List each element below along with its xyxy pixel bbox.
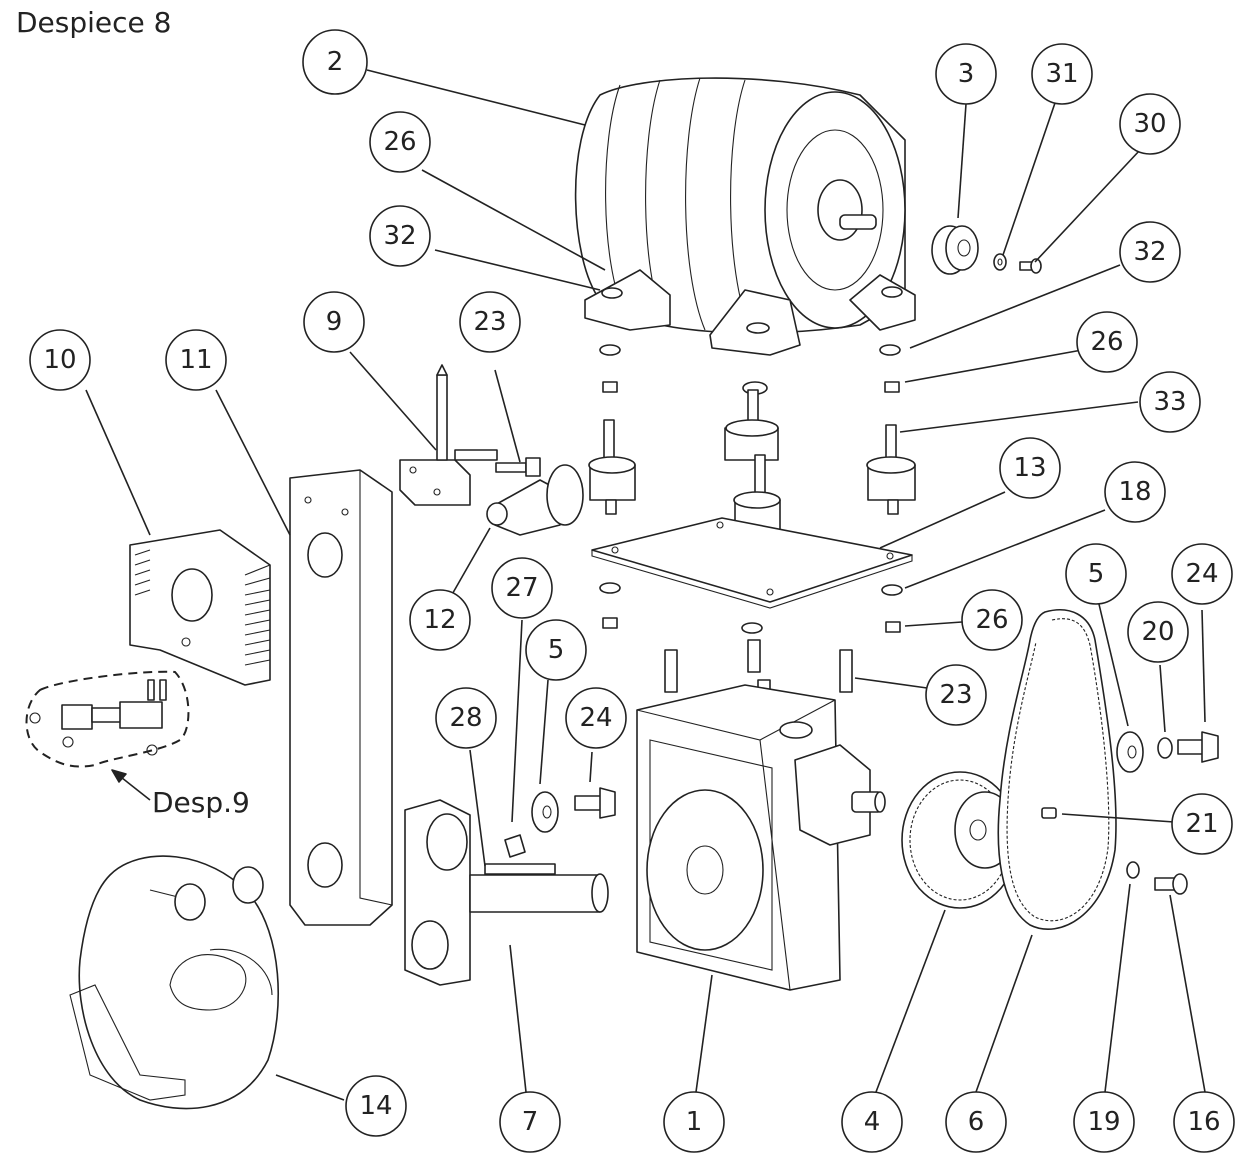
drawing-title: Despiece 8	[16, 6, 172, 39]
connecting-bar-part	[289, 469, 393, 926]
leader-lines	[85, 69, 1206, 1101]
motor-part	[574, 77, 916, 356]
svg-text:20: 20	[1141, 617, 1174, 647]
svg-text:6: 6	[968, 1107, 985, 1137]
callout-3: 3	[935, 43, 997, 105]
svg-text:14: 14	[359, 1091, 392, 1121]
bolt-part-24a	[574, 787, 616, 819]
svg-text:33: 33	[1153, 387, 1186, 417]
callout-2: 2	[302, 29, 368, 95]
washer-part-19	[1126, 861, 1140, 879]
callout-24a: 24	[565, 687, 627, 749]
subassembly-arrowhead	[111, 769, 127, 783]
callout-21: 21	[1171, 793, 1233, 855]
setscrew-part-21	[1041, 807, 1057, 819]
callout-31: 31	[1031, 43, 1093, 105]
svg-text:26: 26	[383, 127, 416, 157]
callout-23b: 23	[925, 664, 987, 726]
callout-30: 30	[1119, 93, 1181, 155]
base-plate-part	[591, 517, 913, 609]
washer-part-31	[993, 253, 1007, 271]
rack-part	[129, 529, 271, 686]
callout-14: 14	[345, 1075, 407, 1137]
bracket-part-9	[399, 364, 498, 506]
callout-9: 9	[303, 291, 365, 353]
svg-text:2: 2	[327, 47, 344, 77]
small-pulley-part	[931, 225, 979, 275]
svg-text:27: 27	[505, 573, 538, 603]
callout-26a: 26	[369, 111, 431, 173]
callout-33: 33	[1139, 371, 1201, 433]
subassembly-outline	[25, 670, 190, 768]
callout-19: 19	[1073, 1091, 1135, 1153]
svg-text:12: 12	[423, 605, 456, 635]
svg-text:18: 18	[1118, 477, 1151, 507]
svg-text:13: 13	[1013, 453, 1046, 483]
svg-text:32: 32	[1133, 237, 1166, 267]
callout-26c: 26	[961, 589, 1023, 651]
svg-text:5: 5	[548, 635, 565, 665]
screw-part-30	[1019, 258, 1042, 274]
callout-28: 28	[435, 687, 497, 749]
svg-text:23: 23	[473, 307, 506, 337]
callout-23a: 23	[459, 291, 521, 353]
callout-1: 1	[663, 1091, 725, 1153]
svg-text:30: 30	[1133, 109, 1166, 139]
svg-text:19: 19	[1087, 1107, 1120, 1137]
callout-13: 13	[999, 437, 1061, 499]
callout-16: 16	[1173, 1091, 1235, 1153]
svg-text:11: 11	[179, 345, 212, 375]
callout-7: 7	[499, 1091, 561, 1153]
svg-text:1: 1	[686, 1107, 703, 1137]
callout-12: 12	[409, 589, 471, 651]
cam-part	[69, 855, 279, 1110]
svg-text:7: 7	[522, 1107, 539, 1137]
callout-10: 10	[29, 329, 91, 391]
callout-6: 6	[945, 1091, 1007, 1153]
svg-text:32: 32	[383, 221, 416, 251]
callout-4: 4	[841, 1091, 903, 1153]
svg-text:26: 26	[1090, 327, 1123, 357]
bolt-part-24b	[1177, 731, 1219, 763]
shaft-part-12	[486, 464, 584, 536]
gearbox-part	[636, 649, 886, 991]
svg-text:5: 5	[1088, 559, 1105, 589]
subassembly-reference: Desp.9	[152, 786, 250, 819]
key-part-27	[504, 834, 526, 858]
svg-text:21: 21	[1185, 809, 1218, 839]
callout-24b: 24	[1171, 543, 1233, 605]
washer-part-20	[1157, 737, 1173, 759]
timing-belt-part	[997, 609, 1117, 930]
crank-part	[404, 799, 609, 986]
svg-text:28: 28	[449, 703, 482, 733]
callout-18: 18	[1104, 461, 1166, 523]
svg-text:23: 23	[939, 680, 972, 710]
callout-5a: 5	[525, 619, 587, 681]
callout-26b: 26	[1076, 311, 1138, 373]
callout-5b: 5	[1065, 543, 1127, 605]
svg-text:9: 9	[326, 307, 343, 337]
callout-32a: 32	[369, 205, 431, 267]
screw-part-16	[1154, 873, 1188, 895]
svg-text:4: 4	[864, 1107, 881, 1137]
washer-part-5a	[531, 791, 559, 833]
svg-text:31: 31	[1045, 59, 1078, 89]
callout-32b: 32	[1119, 221, 1181, 283]
svg-text:16: 16	[1187, 1107, 1220, 1137]
svg-text:26: 26	[975, 605, 1008, 635]
callout-11: 11	[165, 329, 227, 391]
callout-20: 20	[1127, 601, 1189, 663]
svg-text:24: 24	[579, 703, 612, 733]
washer-part-5b	[1116, 731, 1144, 773]
svg-text:10: 10	[43, 345, 76, 375]
svg-text:24: 24	[1185, 559, 1218, 589]
mounting-hardware-left	[588, 344, 636, 629]
callout-27: 27	[491, 557, 553, 619]
mounting-hardware-right	[866, 344, 916, 633]
svg-text:3: 3	[958, 59, 975, 89]
bolt-part-23a	[495, 457, 541, 477]
